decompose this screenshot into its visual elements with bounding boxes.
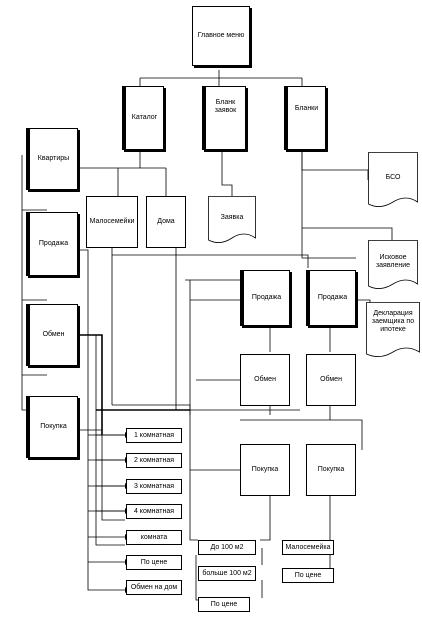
small-family-sale-node: Продажа [306,270,356,326]
claim-label: Исковое заявление [375,254,411,269]
more100-node: больше 100 м2 [198,566,256,581]
small-family-purchase-node: Покупка [306,444,356,496]
apartments-node: Квартиры [26,128,78,190]
room3-label: 3 комнатная [133,482,175,490]
main-menu-node: Главное меню [192,6,250,66]
small-family-by-price-node: По цене [282,568,334,583]
houses-purchase-node: Покупка [240,444,290,496]
bso-label: БСО [385,174,401,181]
apartments-sale-label: Продажа [38,240,69,247]
houses-label: Дома [157,218,175,225]
small-family-exchange-label: Обмен [320,376,342,383]
houses-exchange-label: Обмен [254,376,276,383]
bso-doc: БСО [368,152,418,210]
request-label: Заявка [220,214,244,221]
room3-node: 3 комнатная [126,479,182,494]
room1-node: 1 комнатная [126,428,182,443]
document-shape-icon [208,196,256,243]
upto100-label: До 100 м2 [210,543,244,551]
small-family-by-price-label: По цене [294,571,322,579]
blank-requests-label: Бланк заявок [214,99,237,114]
apartments-exchange-node: Обмен [26,304,78,366]
apartments-purchase-label: Покупка [40,423,67,430]
small-families-node: Малосемейки [86,196,138,248]
blank-requests-node: Бланк заявок [202,86,246,150]
by-price-node: По цене [126,555,182,570]
room4-label: 4 комнатная [133,507,175,515]
exchange-house-node: Обмен на дом [126,580,182,595]
houses-exchange-node: Обмен [240,354,290,406]
more100-label: больше 100 м2 [202,569,252,577]
document-shape-icon [368,152,418,207]
catalog-node: Каталог [122,86,164,150]
blanks-label: Бланки [294,105,319,112]
houses-node: Дома [146,196,186,248]
main-menu-label: Главное меню [197,32,245,39]
apartments-label: Квартиры [37,155,70,162]
by-price-label: По цене [140,558,168,566]
room-node: комната [126,530,182,545]
houses-by-price-node: По цене [198,597,250,612]
declaration-doc: Декларация заемщика по ипотеке [366,302,420,360]
catalog-label: Каталог [131,114,158,121]
apartments-purchase-node: Покупка [26,396,78,458]
room1-label: 1 комнатная [133,431,175,439]
houses-by-price-label: По цене [210,600,238,608]
upto100-node: До 100 м2 [198,540,256,555]
room2-node: 2 комнатная [126,453,182,468]
room2-label: 2 комнатная [133,456,175,464]
small-family-exchange-node: Обмен [306,354,356,406]
small-family-purchase-label: Покупка [317,466,345,473]
apartments-exchange-label: Обмен [42,331,65,338]
room-label: комната [140,533,168,541]
document-shape-icon [366,302,420,357]
houses-sale-node: Продажа [240,270,290,326]
blanks-node: Бланки [284,86,326,150]
small-family-item-node: Малосемейка [282,540,334,555]
small-family-sale-label: Продажа [317,294,348,301]
houses-sale-label: Продажа [251,294,282,301]
declaration-label: Декларация заемщика по ипотеке [371,310,415,333]
small-families-label: Малосемейки [89,218,135,225]
request-doc: Заявка [208,196,256,246]
document-shape-icon [368,240,418,289]
apartments-sale-node: Продажа [26,212,78,276]
small-family-item-label: Малосемейка [285,543,331,551]
claim-doc: Исковое заявление [368,240,418,292]
exchange-house-label: Обмен на дом [130,583,178,591]
houses-purchase-label: Покупка [251,466,279,473]
room4-node: 4 комнатная [126,504,182,519]
